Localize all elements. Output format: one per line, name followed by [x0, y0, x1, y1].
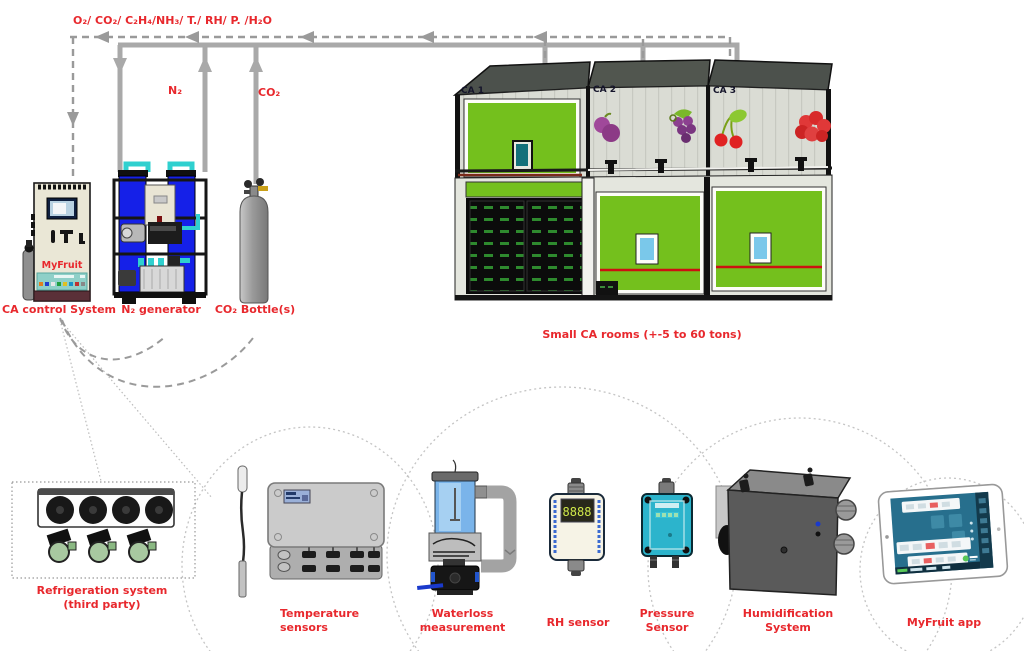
- app-ui: [895, 491, 994, 575]
- ca-control-system: MyFruit: [18, 178, 98, 304]
- generator-control-box: [144, 184, 176, 226]
- room-chip-ca3: CA 3: [713, 86, 736, 96]
- rh-gland-bottom: [567, 559, 585, 576]
- berry-icon: [795, 111, 831, 142]
- rh-display: [560, 498, 595, 523]
- ca-rooms-caption: Small CA rooms (+-5 to 60 tons): [542, 328, 742, 341]
- pressure-body: [641, 493, 693, 557]
- pipe-arrowheads: [113, 56, 263, 74]
- humid-latches: [739, 467, 814, 493]
- ca1-display: [516, 144, 528, 166]
- co2-bottle-label: CO₂ Bottle(s): [214, 303, 296, 316]
- humid-connectors: [833, 499, 857, 555]
- ca-control-label: CA control System: [2, 303, 116, 316]
- pressure-ports: [650, 556, 679, 568]
- valve-neck: [443, 559, 465, 566]
- bottle-body: [239, 195, 269, 304]
- tablet-screen: [890, 491, 994, 575]
- n2-generator: [110, 158, 210, 305]
- cabinet-handles: [51, 230, 85, 244]
- humid-front-face: [727, 489, 839, 596]
- tablet-camera: [885, 535, 889, 539]
- control-band-buttons: [39, 282, 85, 286]
- temperature-probe: [234, 464, 252, 599]
- radiator: [139, 265, 185, 293]
- cabinet-brand: MyFruit: [42, 260, 83, 271]
- humidification-label: Humidification System: [742, 607, 834, 634]
- drain-pipe: [474, 485, 517, 573]
- n2-line-label: N₂: [168, 84, 183, 97]
- valve-row: [138, 258, 190, 267]
- floor-control-box: [596, 281, 618, 297]
- pressure-label: Pressure Sensor: [639, 607, 695, 634]
- control-dotted-links: [59, 319, 213, 499]
- crate-stack-left: [469, 200, 525, 292]
- cabinet-base: [33, 290, 91, 302]
- ca1-bottom-transom: [465, 181, 583, 198]
- control-dashed-arcs: [59, 317, 254, 388]
- grape-icon: [669, 109, 696, 143]
- rh-sensor: 8888: [548, 477, 608, 577]
- n2-generator-label: N₂ generator: [121, 303, 201, 316]
- rh-label: RH sensor: [546, 616, 610, 629]
- pressure-gland-top: [658, 478, 675, 495]
- waterloss-device: [415, 458, 525, 598]
- crate-stack-right: [526, 200, 583, 292]
- cherry-icon: [714, 109, 747, 149]
- refrigeration-label-line1: Refrigeration system: [36, 584, 168, 597]
- pressure-sensor: [640, 477, 696, 575]
- ca-rooms: CA 1 CA 2 CA 3: [450, 58, 840, 305]
- bus-arrowheads: [67, 31, 547, 126]
- side-knobs: [31, 214, 35, 236]
- teal-pipes: [123, 161, 195, 172]
- temperature-label: Temperature sensors: [280, 607, 360, 634]
- control-band: [36, 272, 88, 291]
- pressure-corner-screws: [644, 496, 690, 554]
- compressor-block: [148, 222, 182, 244]
- pipe-rail: [454, 157, 833, 177]
- probe-tip: [238, 560, 247, 598]
- humid-led: [815, 521, 821, 527]
- waterloss-label: Waterloss measurement: [419, 607, 506, 634]
- temperature-box: [266, 481, 386, 583]
- sensor-bus-label: O₂/ CO₂/ C₂H₄/NH₃/ T./ RH/ P. /H₂O: [73, 14, 272, 27]
- probe-head: [237, 465, 248, 493]
- plum-icon: [594, 112, 620, 142]
- humidification-system: [710, 458, 865, 606]
- refrigeration-system: [12, 482, 196, 578]
- temp-box-glands: [277, 547, 380, 572]
- tablet-home-button: [996, 527, 1001, 531]
- refrigeration-label-line2: (third party): [63, 597, 141, 611]
- co2-line-label: CO₂: [258, 86, 281, 99]
- pressure-inner-frame: [649, 500, 685, 550]
- rh-gland-top: [567, 478, 585, 496]
- app-logo: [962, 555, 969, 562]
- myfruit-app-label: MyFruit app: [906, 616, 982, 629]
- rh-readout: 8888: [563, 505, 592, 519]
- logo-plate: [428, 532, 482, 562]
- refrigeration-label: Refrigeration system (third party): [18, 584, 186, 612]
- cylinder-cap: [431, 471, 479, 482]
- app-statusbar: [895, 561, 981, 575]
- temp-box-bottom: [269, 544, 383, 580]
- compressors: [46, 528, 157, 563]
- open-door-leaf: [581, 177, 595, 297]
- room3-window: [754, 237, 767, 259]
- room-chip-ca2: CA 2: [593, 85, 616, 95]
- probe-cable: [239, 491, 246, 563]
- myfruit-tablet: [877, 483, 1011, 588]
- motor: [118, 270, 136, 286]
- valve-lever: [417, 583, 444, 590]
- room2-window: [640, 238, 654, 260]
- humid-screw: [780, 546, 788, 554]
- room-chip-ca1: CA 1: [461, 86, 484, 96]
- bottle-valve: [244, 178, 268, 199]
- co2-bottle: [234, 176, 274, 306]
